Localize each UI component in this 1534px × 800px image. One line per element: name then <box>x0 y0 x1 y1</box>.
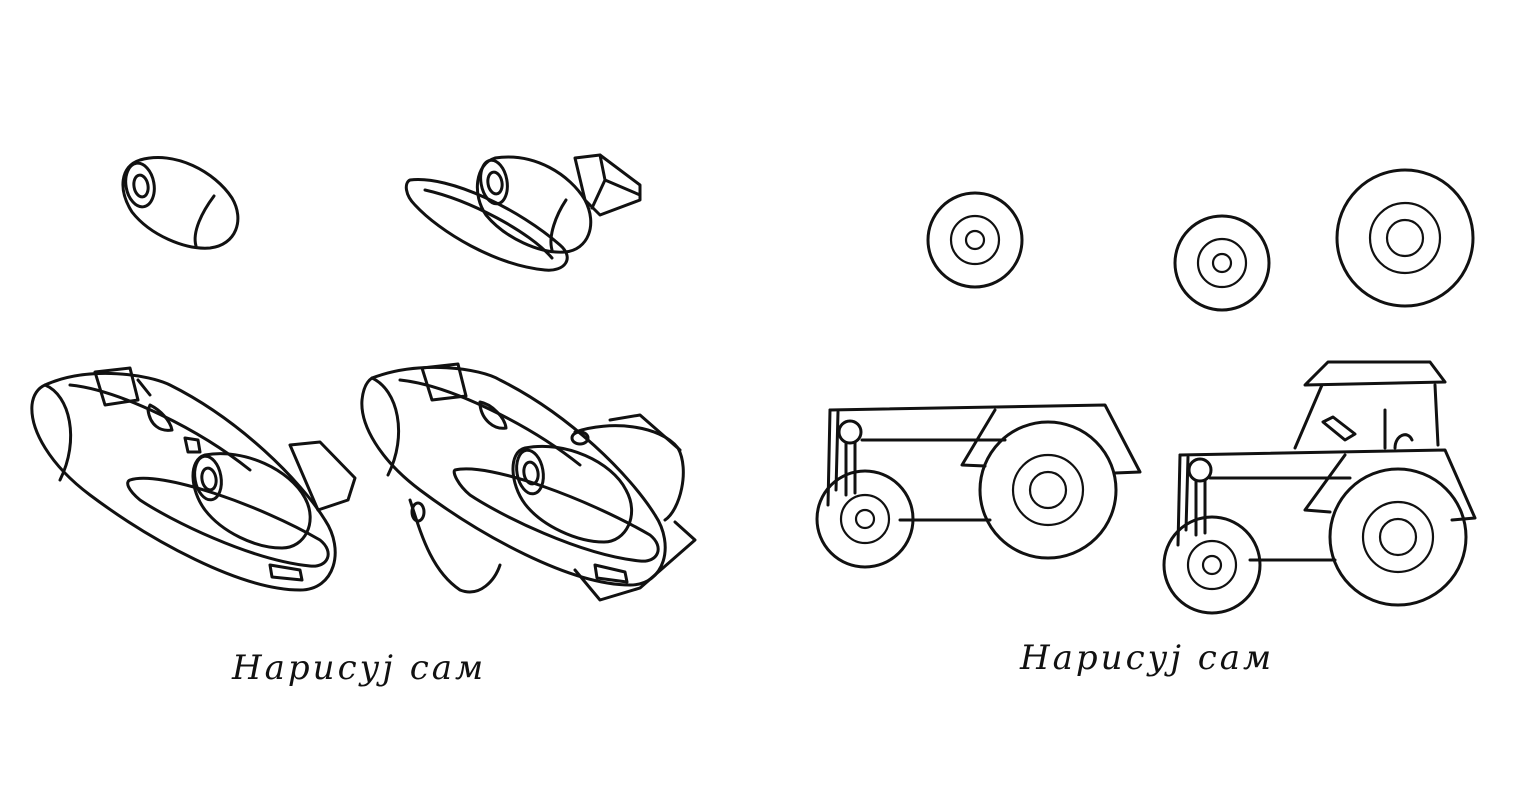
airplane-step-4-complete <box>360 362 697 602</box>
tractor-step-4-body <box>815 403 1142 569</box>
airplane-step-3-fuselage <box>30 366 357 592</box>
airplane-panel <box>30 153 697 602</box>
tractor-step-2-wheel <box>1173 214 1271 312</box>
airplane-step-2-engine-wing <box>404 153 642 272</box>
caption-airplane: Нарисуј сам <box>232 648 487 688</box>
tractor-step-5-complete <box>1162 360 1477 615</box>
tractor-step-3-large-wheel <box>1335 168 1475 308</box>
tractor-step-1-wheel <box>926 191 1024 289</box>
tractor-panel <box>815 168 1477 615</box>
caption-tractor: Нарисуј сам <box>1020 638 1275 678</box>
airplane-step-1-engine <box>121 156 240 250</box>
